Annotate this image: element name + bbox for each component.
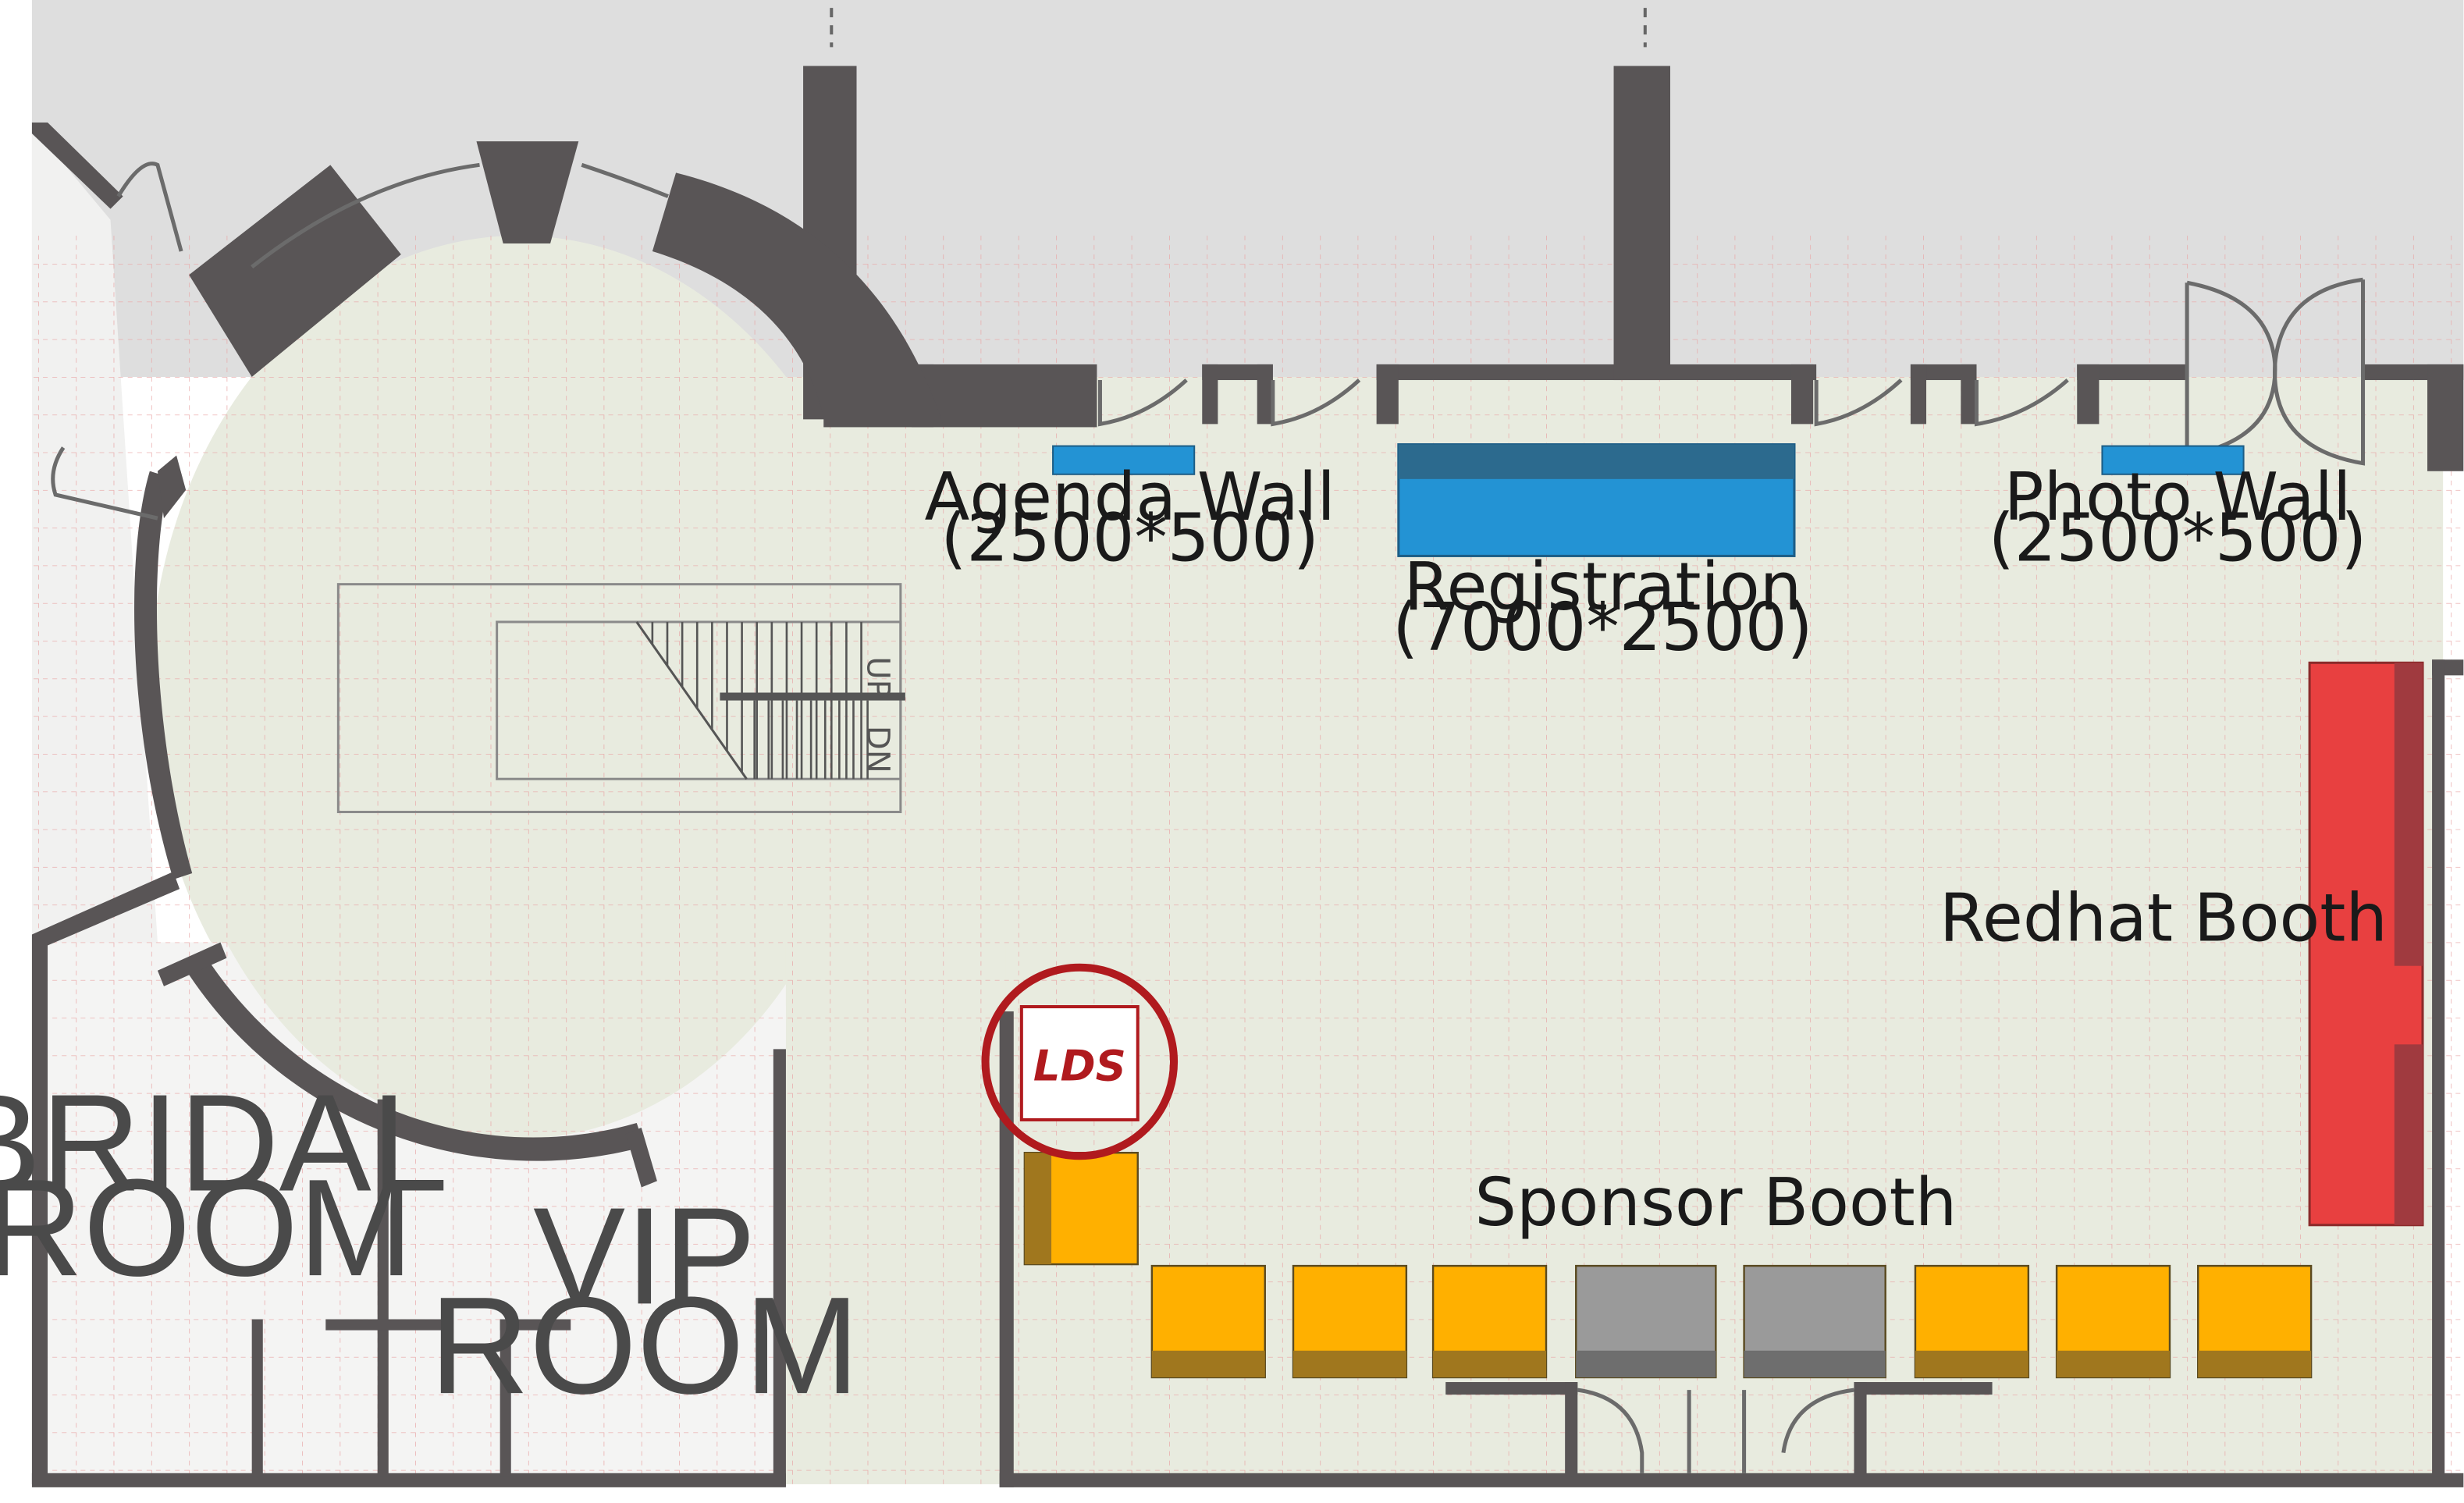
sponsor-booth-shade	[1915, 1350, 2028, 1377]
sponsor-booth-2[interactable]	[1292, 1264, 1408, 1379]
bridal-room-label-line1: BRIDAL	[0, 1066, 448, 1221]
sponsor-booth-6[interactable]	[1914, 1264, 2030, 1379]
photo-wall-label: Photo Wall	[2004, 459, 2352, 535]
sponsor-booth-shade	[1292, 1350, 1406, 1377]
sponsor-booth-shade	[1576, 1350, 1716, 1377]
photo-wall[interactable]	[2101, 445, 2245, 475]
sponsor-booth-shade	[2057, 1350, 2170, 1377]
column	[1613, 66, 1670, 381]
sponsor-booth-row	[1023, 1151, 2313, 1379]
photo-wall-size: (2500*500)	[1989, 499, 2367, 576]
agenda-wall-label: Agenda Wall	[925, 459, 1335, 535]
registration-size: (7000*2500)	[1392, 589, 1812, 666]
vip-room-label-line1: VIP	[533, 1178, 756, 1333]
stairs-up-label: UP	[860, 656, 896, 698]
stairs-down-label: DN	[860, 726, 896, 773]
redhat-booth-label: Redhat Booth	[1940, 880, 2388, 957]
vip-room-label-line2: ROOM	[429, 1268, 859, 1423]
agenda-wall[interactable]	[1052, 445, 1196, 475]
sponsor-booth-label: Sponsor Booth	[1474, 1164, 1957, 1241]
lds-location-marker[interactable]: LDS	[981, 963, 1179, 1160]
sponsor-booth-3[interactable]	[1431, 1264, 1548, 1379]
sponsor-booth-5[interactable]	[1743, 1264, 1886, 1379]
bridal-room-label-line2: ROOM	[0, 1150, 414, 1305]
registration-label: Registration	[1404, 549, 1802, 625]
sponsor-booth-4[interactable]	[1575, 1264, 1717, 1379]
sponsor-booth-lds[interactable]	[1023, 1151, 1139, 1266]
sponsor-booth-8[interactable]	[2197, 1264, 2313, 1379]
sponsor-booth-shade	[1744, 1350, 1886, 1377]
sponsor-booth-7[interactable]	[2055, 1264, 2171, 1379]
registration-desk[interactable]	[1397, 443, 1796, 557]
sponsor-booth-shade	[1024, 1153, 1052, 1265]
lds-logo: LDS	[1033, 1042, 1126, 1091]
agenda-wall-size: (2500*500)	[940, 499, 1319, 576]
redhat-booth[interactable]	[2308, 661, 2424, 1227]
sponsor-booth-1[interactable]	[1150, 1264, 1266, 1379]
sponsor-booth-shade	[1433, 1350, 1547, 1377]
sponsor-booth-shade	[1151, 1350, 1265, 1377]
staircase: UP DN	[336, 583, 905, 813]
sponsor-booth-shade	[2198, 1350, 2312, 1377]
